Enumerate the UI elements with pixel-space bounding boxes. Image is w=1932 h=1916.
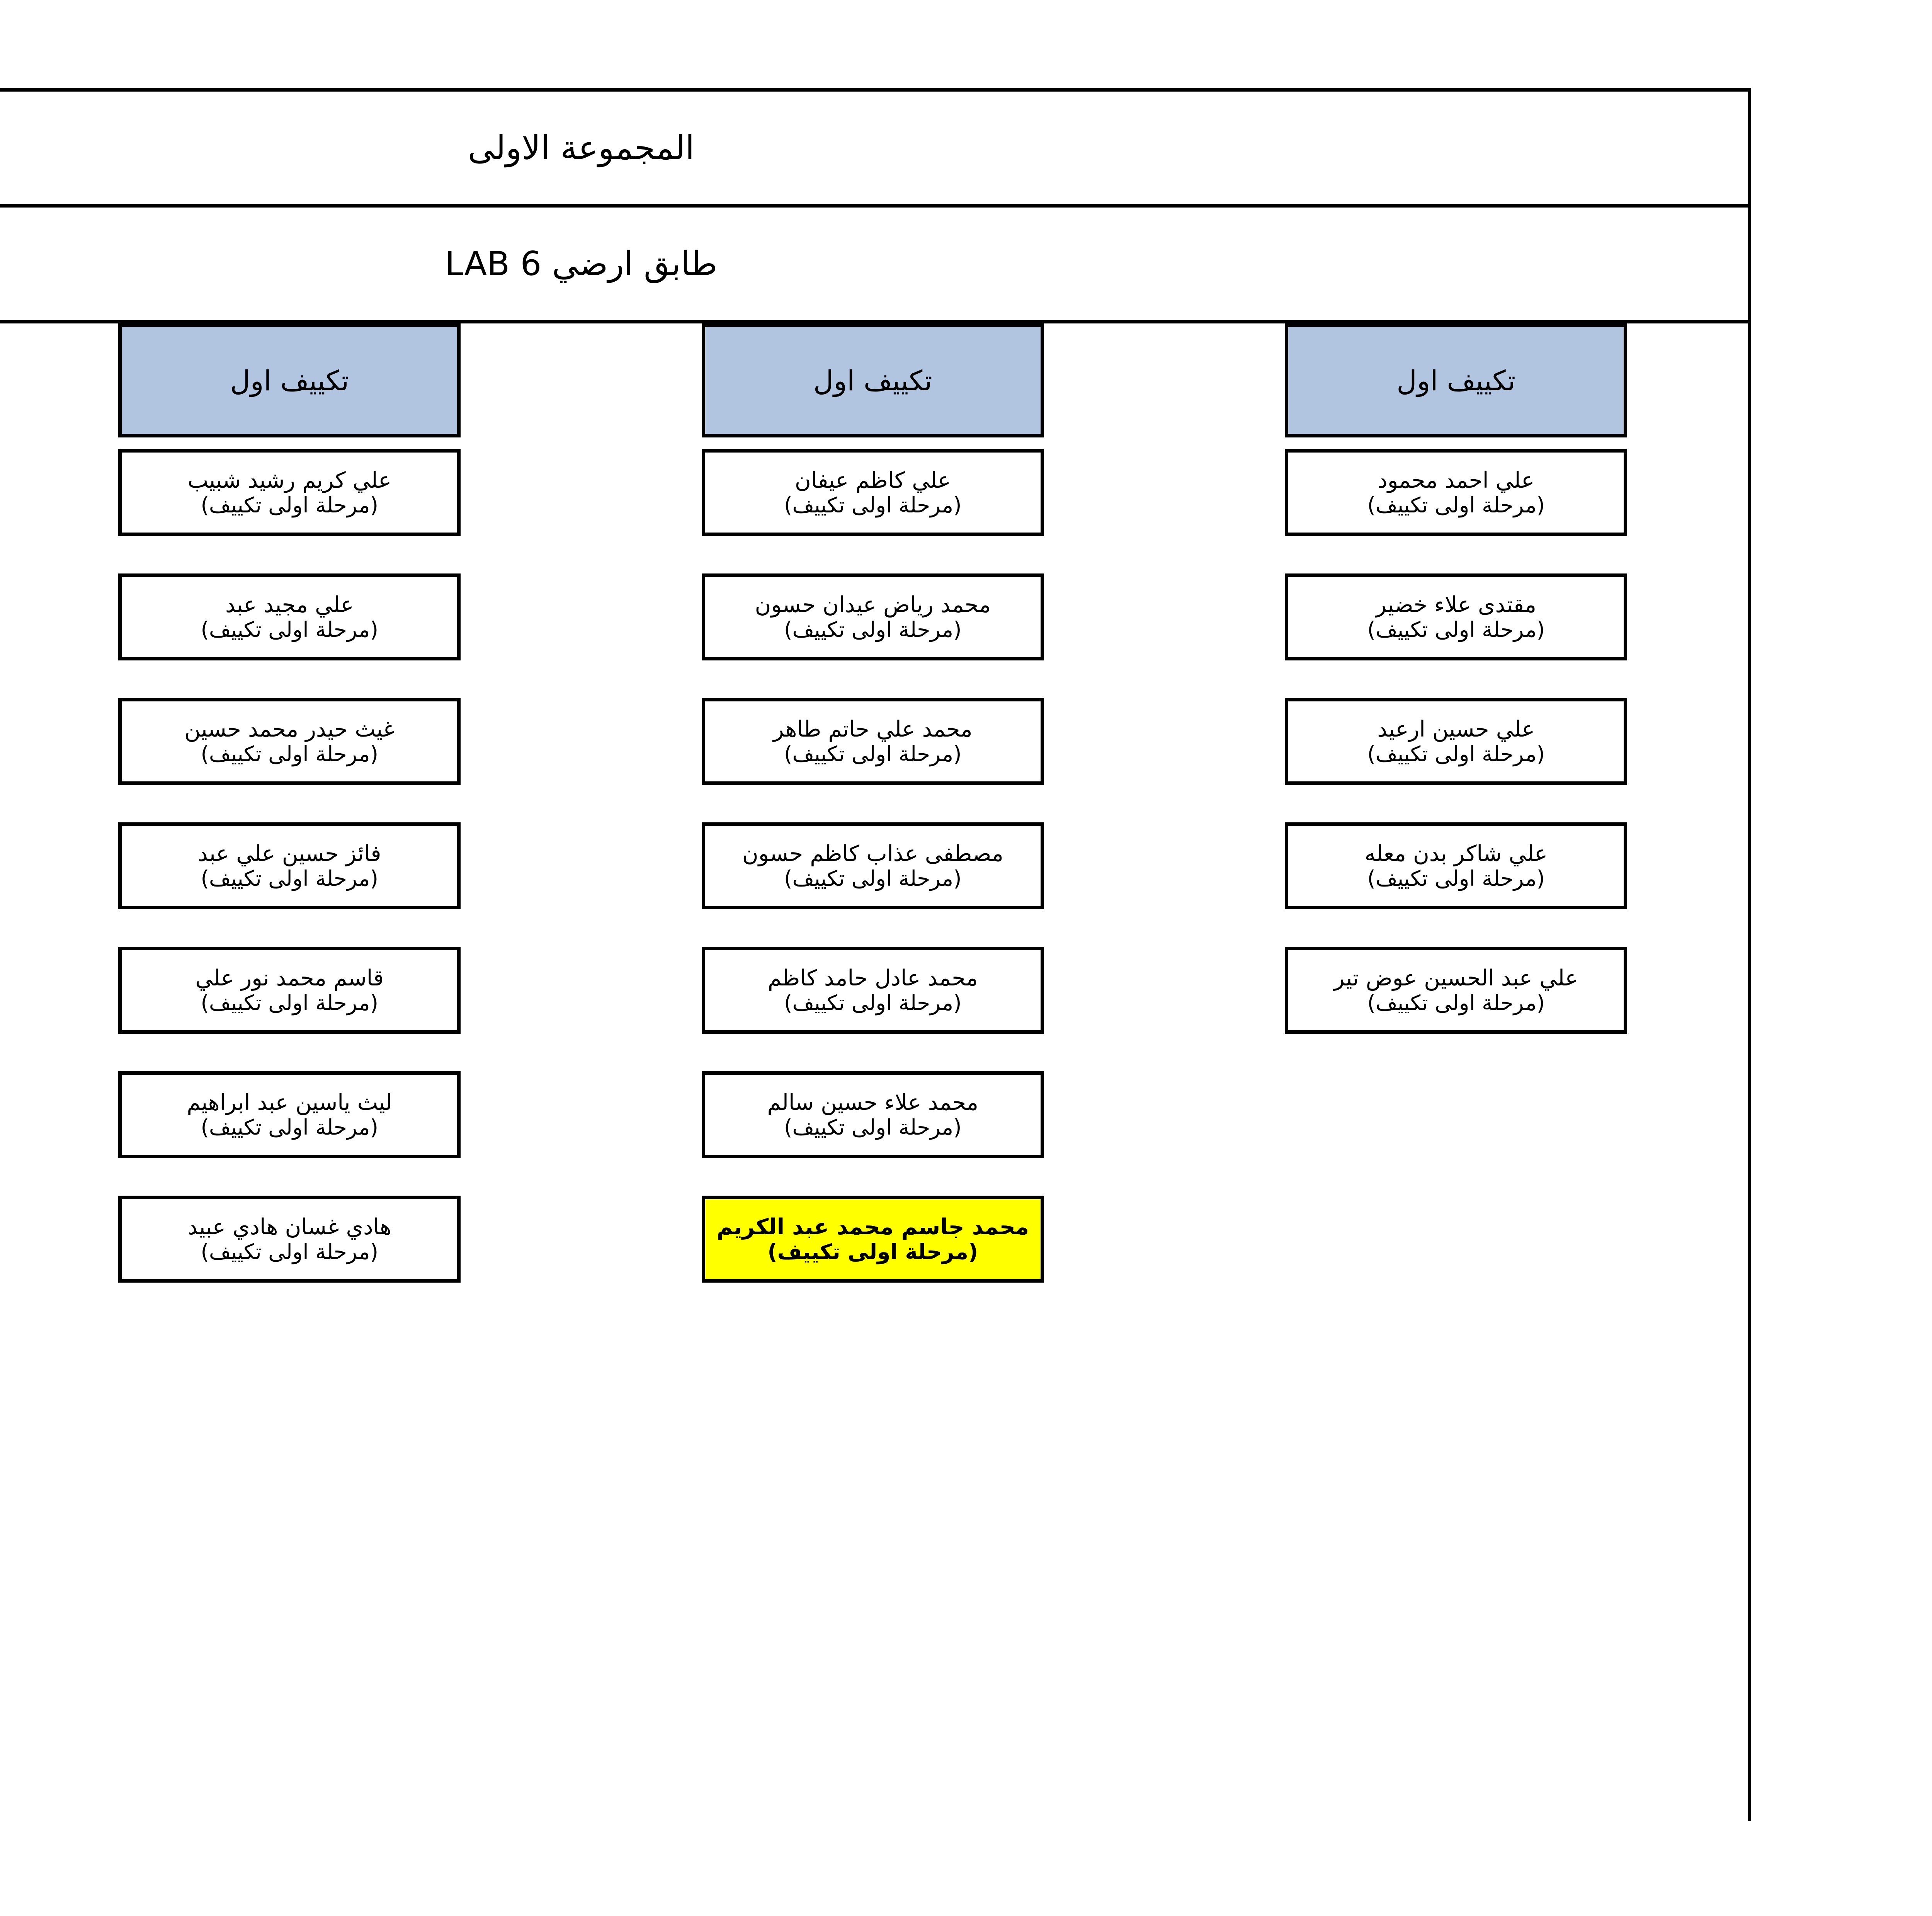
student-card[interactable]: غيث حيدر محمد حسين(مرحلة اولى تكييف): [118, 698, 461, 785]
student-card[interactable]: فائز حسين علي عبد(مرحلة اولى تكييف): [118, 822, 461, 909]
student-stage: (مرحلة اولى تكييف): [1367, 741, 1545, 766]
student-name: علي عبد الحسين عوض تير: [1334, 965, 1578, 991]
student-name: هادي غسان هادي عبيد: [187, 1214, 391, 1240]
student-name: فائز حسين علي عبد: [198, 841, 381, 866]
student-stage: (مرحلة اولى تكييف): [767, 1239, 978, 1264]
column-header-1[interactable]: تكييف اول: [1285, 323, 1628, 437]
student-card[interactable]: محمد رياض عيدان حسون(مرحلة اولى تكييف): [701, 573, 1044, 660]
student-name: غيث حيدر محمد حسين: [184, 716, 395, 742]
document-title-banner: المجموعة الاولى: [0, 92, 1748, 208]
student-stage: (مرحلة اولى تكييف): [201, 1115, 379, 1140]
student-card[interactable]: مقتدى علاء خضير(مرحلة اولى تكييف): [1285, 573, 1628, 660]
student-name: محمد جاسم محمد عبد الكريم: [716, 1214, 1029, 1240]
student-stage: (مرحلة اولى تكييف): [201, 741, 379, 766]
student-name: علي كريم رشيد شبيب: [187, 467, 392, 493]
student-stage: (مرحلة اولى تكييف): [784, 866, 962, 891]
student-stage: (مرحلة اولى تكييف): [1367, 617, 1545, 642]
student-stage: (مرحلة اولى تكييف): [1367, 866, 1545, 891]
student-name: محمد رياض عيدان حسون: [755, 592, 991, 618]
student-stage: (مرحلة اولى تكييف): [784, 741, 962, 766]
student-stage: (مرحلة اولى تكييف): [201, 990, 379, 1015]
student-stage: (مرحلة اولى تكييف): [201, 617, 379, 642]
student-stage: (مرحلة اولى تكييف): [784, 1115, 962, 1140]
student-stage: (مرحلة اولى تكييف): [201, 866, 379, 891]
student-card[interactable]: محمد عادل حامد كاظم(مرحلة اولى تكييف): [701, 947, 1044, 1034]
student-name: قاسم محمد نور علي: [195, 965, 384, 991]
student-name: علي شاكر بدن معله: [1364, 841, 1548, 866]
column-header-2[interactable]: تكييف اول: [701, 323, 1044, 437]
page-subtitle: طابق ارضي LAB 6: [445, 244, 718, 283]
student-stage: (مرحلة اولى تكييف): [784, 617, 962, 642]
student-name: محمد عادل حامد كاظم: [767, 965, 978, 991]
student-card[interactable]: علي كاظم عيفان(مرحلة اولى تكييف): [701, 449, 1044, 536]
column-header-3[interactable]: تكييف اول: [118, 323, 461, 437]
student-stage: (مرحلة اولى تكييف): [1367, 492, 1545, 517]
page-title: المجموعة الاولى: [468, 128, 695, 167]
student-card[interactable]: علي مجيد عبد(مرحلة اولى تكييف): [118, 573, 461, 660]
student-card[interactable]: مصطفى عذاب كاظم حسون(مرحلة اولى تكييف): [701, 822, 1044, 909]
student-name: مصطفى عذاب كاظم حسون: [742, 841, 1003, 866]
column-header-label: تكييف اول: [230, 364, 349, 397]
student-card[interactable]: علي احمد محمود(مرحلة اولى تكييف): [1285, 449, 1628, 536]
student-name: مقتدى علاء خضير: [1376, 592, 1536, 618]
student-card[interactable]: هادي غسان هادي عبيد(مرحلة اولى تكييف): [118, 1196, 461, 1283]
student-stage: (مرحلة اولى تكييف): [201, 492, 379, 517]
student-card[interactable]: قاسم محمد نور علي(مرحلة اولى تكييف): [118, 947, 461, 1034]
student-card[interactable]: محمد علي حاتم طاهر(مرحلة اولى تكييف): [701, 698, 1044, 785]
student-stage: (مرحلة اولى تكييف): [1367, 990, 1545, 1015]
column-header-label: تكييف اول: [813, 364, 932, 397]
student-name: ليث ياسين عبد ابراهيم: [187, 1089, 393, 1115]
student-name: علي كاظم عيفان: [794, 467, 951, 493]
column-header-label: تكييف اول: [1396, 364, 1516, 397]
student-card[interactable]: محمد علاء حسين سالم(مرحلة اولى تكييف): [701, 1071, 1044, 1158]
student-stage: (مرحلة اولى تكييف): [784, 990, 962, 1015]
student-stage: (مرحلة اولى تكييف): [201, 1239, 379, 1264]
seating-sheet: المجموعة الاولى طابق ارضي LAB 6 تكييف او…: [0, 88, 1751, 1821]
student-name: علي مجيد عبد: [225, 592, 354, 618]
student-card[interactable]: علي حسين ارعيد(مرحلة اولى تكييف): [1285, 698, 1628, 785]
student-card[interactable]: علي عبد الحسين عوض تير(مرحلة اولى تكييف): [1285, 947, 1628, 1034]
student-stage: (مرحلة اولى تكييف): [784, 492, 962, 517]
student-name: محمد علي حاتم طاهر: [773, 716, 973, 742]
student-name: علي حسين ارعيد: [1377, 716, 1535, 742]
student-card-highlighted[interactable]: محمد جاسم محمد عبد الكريم(مرحلة اولى تكي…: [701, 1196, 1044, 1283]
student-card[interactable]: علي شاكر بدن معله(مرحلة اولى تكييف): [1285, 822, 1628, 909]
student-card[interactable]: ليث ياسين عبد ابراهيم(مرحلة اولى تكييف): [118, 1071, 461, 1158]
student-card[interactable]: علي كريم رشيد شبيب(مرحلة اولى تكييف): [118, 449, 461, 536]
document-subtitle-banner: طابق ارضي LAB 6: [0, 208, 1748, 323]
student-name: علي احمد محمود: [1378, 467, 1535, 493]
student-name: محمد علاء حسين سالم: [767, 1089, 978, 1115]
